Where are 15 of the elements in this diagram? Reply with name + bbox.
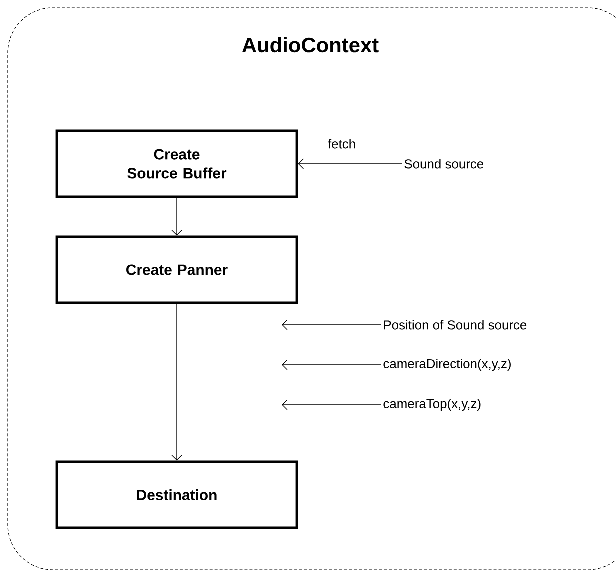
arrow bbox=[298, 158, 402, 170]
arrow bbox=[282, 360, 382, 370]
arrow bbox=[282, 320, 382, 330]
arrow bbox=[282, 400, 382, 410]
arrow bbox=[172, 304, 182, 461]
process-box: Create Panner bbox=[56, 236, 298, 304]
input-label: Position of Sound source bbox=[384, 320, 527, 330]
input-label: Sound source bbox=[404, 159, 484, 169]
input-label: cameraTop(x,y,z) bbox=[384, 398, 481, 412]
input-label: cameraDirection(x,y,z) bbox=[384, 358, 511, 372]
process-box: Destination bbox=[56, 460, 298, 530]
arrow bbox=[172, 198, 182, 236]
frame-title: AudioContext bbox=[242, 37, 379, 53]
process-box: Create Source Buffer bbox=[56, 130, 298, 198]
edge-label: fetch bbox=[326, 138, 358, 150]
